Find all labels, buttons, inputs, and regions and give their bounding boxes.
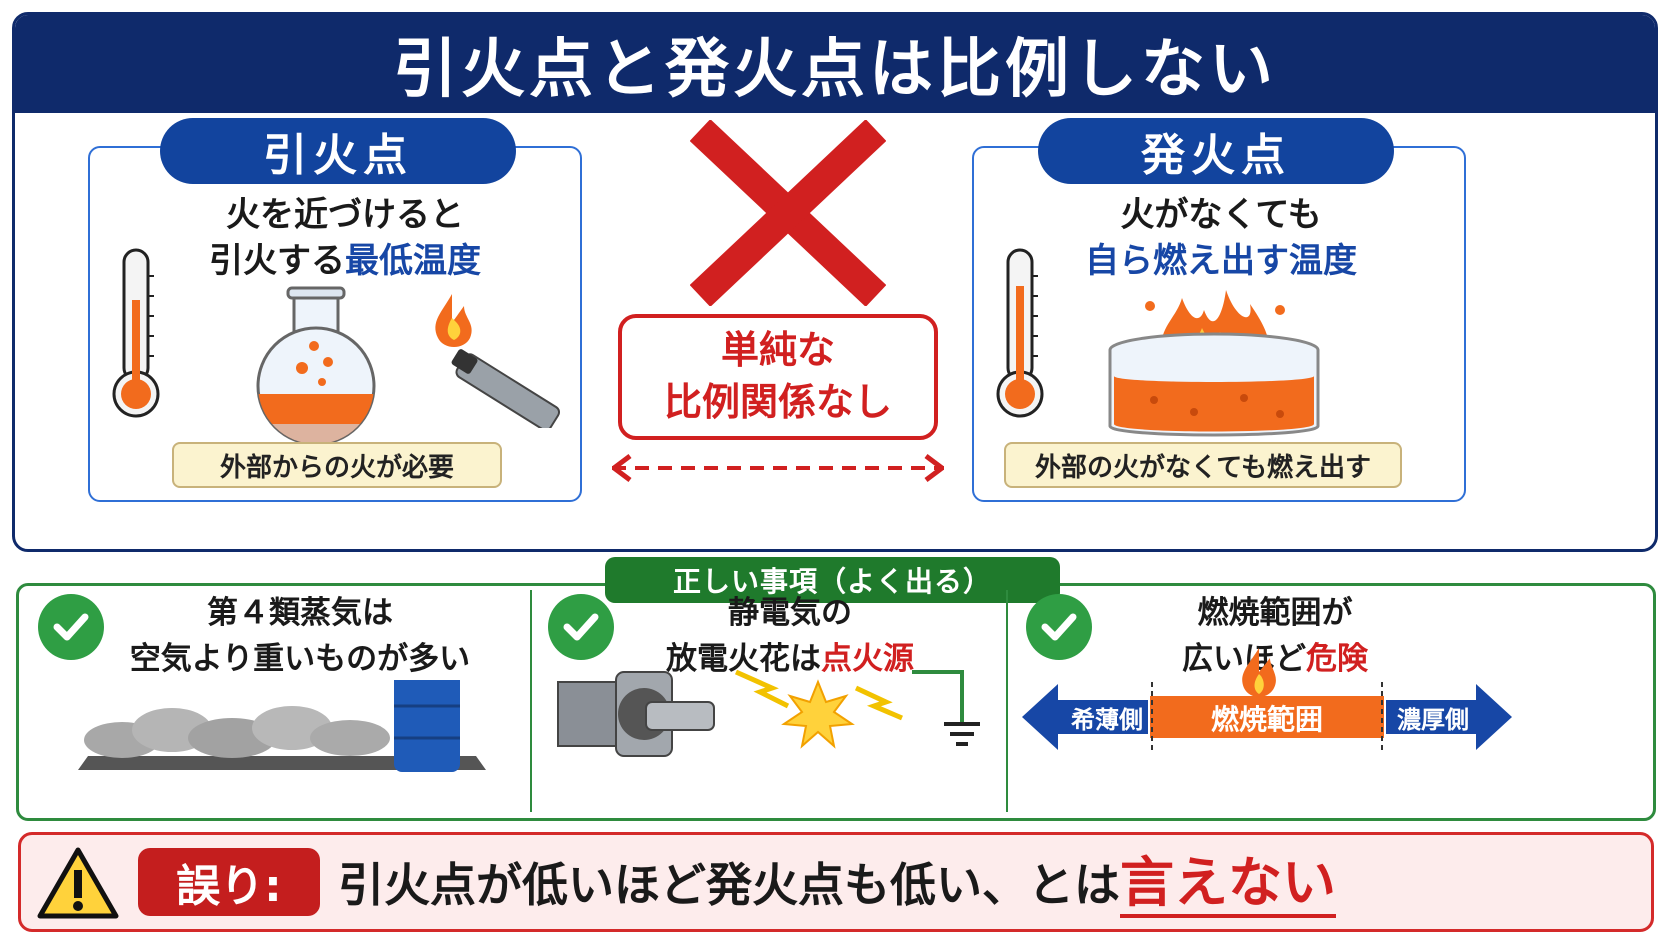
correct-item-1: 第４類蒸気は 空気より重いものが多い bbox=[129, 595, 471, 677]
check-icon bbox=[1026, 594, 1092, 660]
flammable-range-diagram bbox=[1022, 682, 1512, 752]
flash-point-description: 火を近づけると 引火する最低温度 bbox=[110, 192, 580, 284]
divider bbox=[1006, 590, 1008, 812]
flask-icon bbox=[256, 286, 376, 446]
flash-point-note: 外部からの火が必要 bbox=[172, 442, 502, 488]
burning-liquid-icon bbox=[1108, 290, 1320, 437]
error-label: 誤り: bbox=[138, 848, 320, 916]
ignition-point-desc-line2: 自ら燃え出す温度 bbox=[1085, 241, 1357, 281]
thermometer-icon bbox=[112, 248, 160, 418]
top-panel: 引火点と発火点は比例しない bbox=[12, 12, 1658, 552]
warning-icon bbox=[37, 847, 119, 919]
flash-point-emphasis: 最低温度 bbox=[345, 241, 481, 281]
no-relation-line2: 比例関係なし bbox=[663, 380, 892, 424]
cross-icon bbox=[690, 120, 886, 306]
heavy-vapor-icon bbox=[78, 680, 486, 772]
no-relation-text: 単純な 比例関係なし bbox=[618, 324, 938, 428]
flash-point-desc-line2: 引火する最低温度 bbox=[209, 241, 481, 281]
double-arrow-icon bbox=[612, 454, 944, 482]
error-emphasis: 言えない bbox=[1120, 851, 1336, 918]
error-text: 引火点が低いほど発火点も低い、とは bbox=[338, 858, 1120, 912]
correct-item-2-emphasis: 点火源 bbox=[821, 641, 914, 677]
flammable-range-label: 燃焼範囲 bbox=[1210, 703, 1323, 736]
divider bbox=[530, 590, 532, 812]
correct-item-3-emphasis: 危険 bbox=[1306, 641, 1368, 677]
title-bar: 引火点と発火点は比例しない bbox=[15, 15, 1655, 113]
error-statement: 引火点が低いほど発火点も低い、とは言えない bbox=[338, 851, 1336, 918]
lean-side-label: 希薄側 bbox=[1071, 706, 1143, 734]
flash-point-desc-line1: 火を近づけると bbox=[226, 195, 464, 235]
ignition-point-label: 発火点 bbox=[1038, 118, 1394, 184]
ignition-point-desc-line1: 火がなくても bbox=[1120, 195, 1322, 235]
no-relation-line1: 単純な bbox=[720, 328, 835, 372]
static-discharge-icon bbox=[557, 669, 980, 757]
no-relation-box bbox=[618, 314, 938, 440]
rich-side-label: 濃厚側 bbox=[1397, 706, 1469, 734]
lighter-icon bbox=[435, 294, 561, 428]
correct-items-header: 正しい事項（よく出る） bbox=[605, 557, 1060, 603]
ignition-point-description: 火がなくても 自ら燃え出す温度 bbox=[986, 192, 1456, 284]
flame-icon bbox=[1242, 648, 1276, 697]
ignition-point-note: 外部の火がなくても燃え出す bbox=[1004, 442, 1402, 488]
correct-item-2: 静電気の 放電火花は点火源 bbox=[666, 595, 914, 677]
check-icon bbox=[38, 594, 104, 660]
check-icon bbox=[548, 594, 614, 660]
flash-point-label: 引火点 bbox=[160, 118, 516, 184]
correct-item-3: 燃焼範囲が 広いほど危険 bbox=[1182, 595, 1368, 677]
thermometer-icon bbox=[996, 248, 1044, 418]
page-title: 引火点と発火点は比例しない bbox=[393, 33, 1277, 107]
